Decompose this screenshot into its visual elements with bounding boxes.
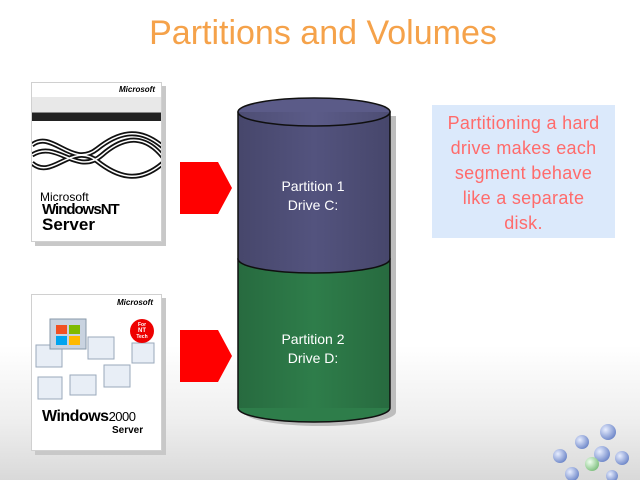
hard-drive-cylinder	[237, 97, 396, 426]
box-logo-main: WindowsNT	[42, 201, 120, 218]
box-dark-band	[32, 113, 161, 121]
box-header-strip	[32, 97, 161, 113]
slide-title: Partitions and Volumes	[149, 14, 497, 52]
box-logo-sub: Server	[112, 425, 144, 436]
partition-1-label: Partition 1 Drive C:	[281, 178, 345, 213]
windows-2000-server-box-image: Microsoft For NT Tech Windows2000 Server	[31, 294, 162, 451]
right-arrow-icon	[180, 330, 232, 382]
partition-2-label: Partition 2 Drive D:	[281, 331, 345, 366]
box-logo-sub: Server	[42, 215, 95, 234]
right-arrow-icon	[180, 162, 232, 214]
decorative-bubbles-icon	[553, 424, 629, 480]
windows-nt-server-box-image: Microsoft Microsoft WindowsNT Server	[31, 82, 162, 242]
box-logo-prefix: Microsoft	[40, 190, 89, 204]
explanation-callout: Partitioning a hard drive makes each seg…	[432, 105, 615, 238]
box-logo-main: Windows2000	[42, 408, 136, 425]
box-vendor-logo: Microsoft	[117, 298, 153, 307]
nt-badge-icon: For NT Tech	[130, 319, 154, 343]
knot-graphic-icon	[32, 131, 161, 179]
window-panels-graphic-icon	[35, 318, 155, 400]
box-vendor-logo: Microsoft	[119, 85, 155, 94]
